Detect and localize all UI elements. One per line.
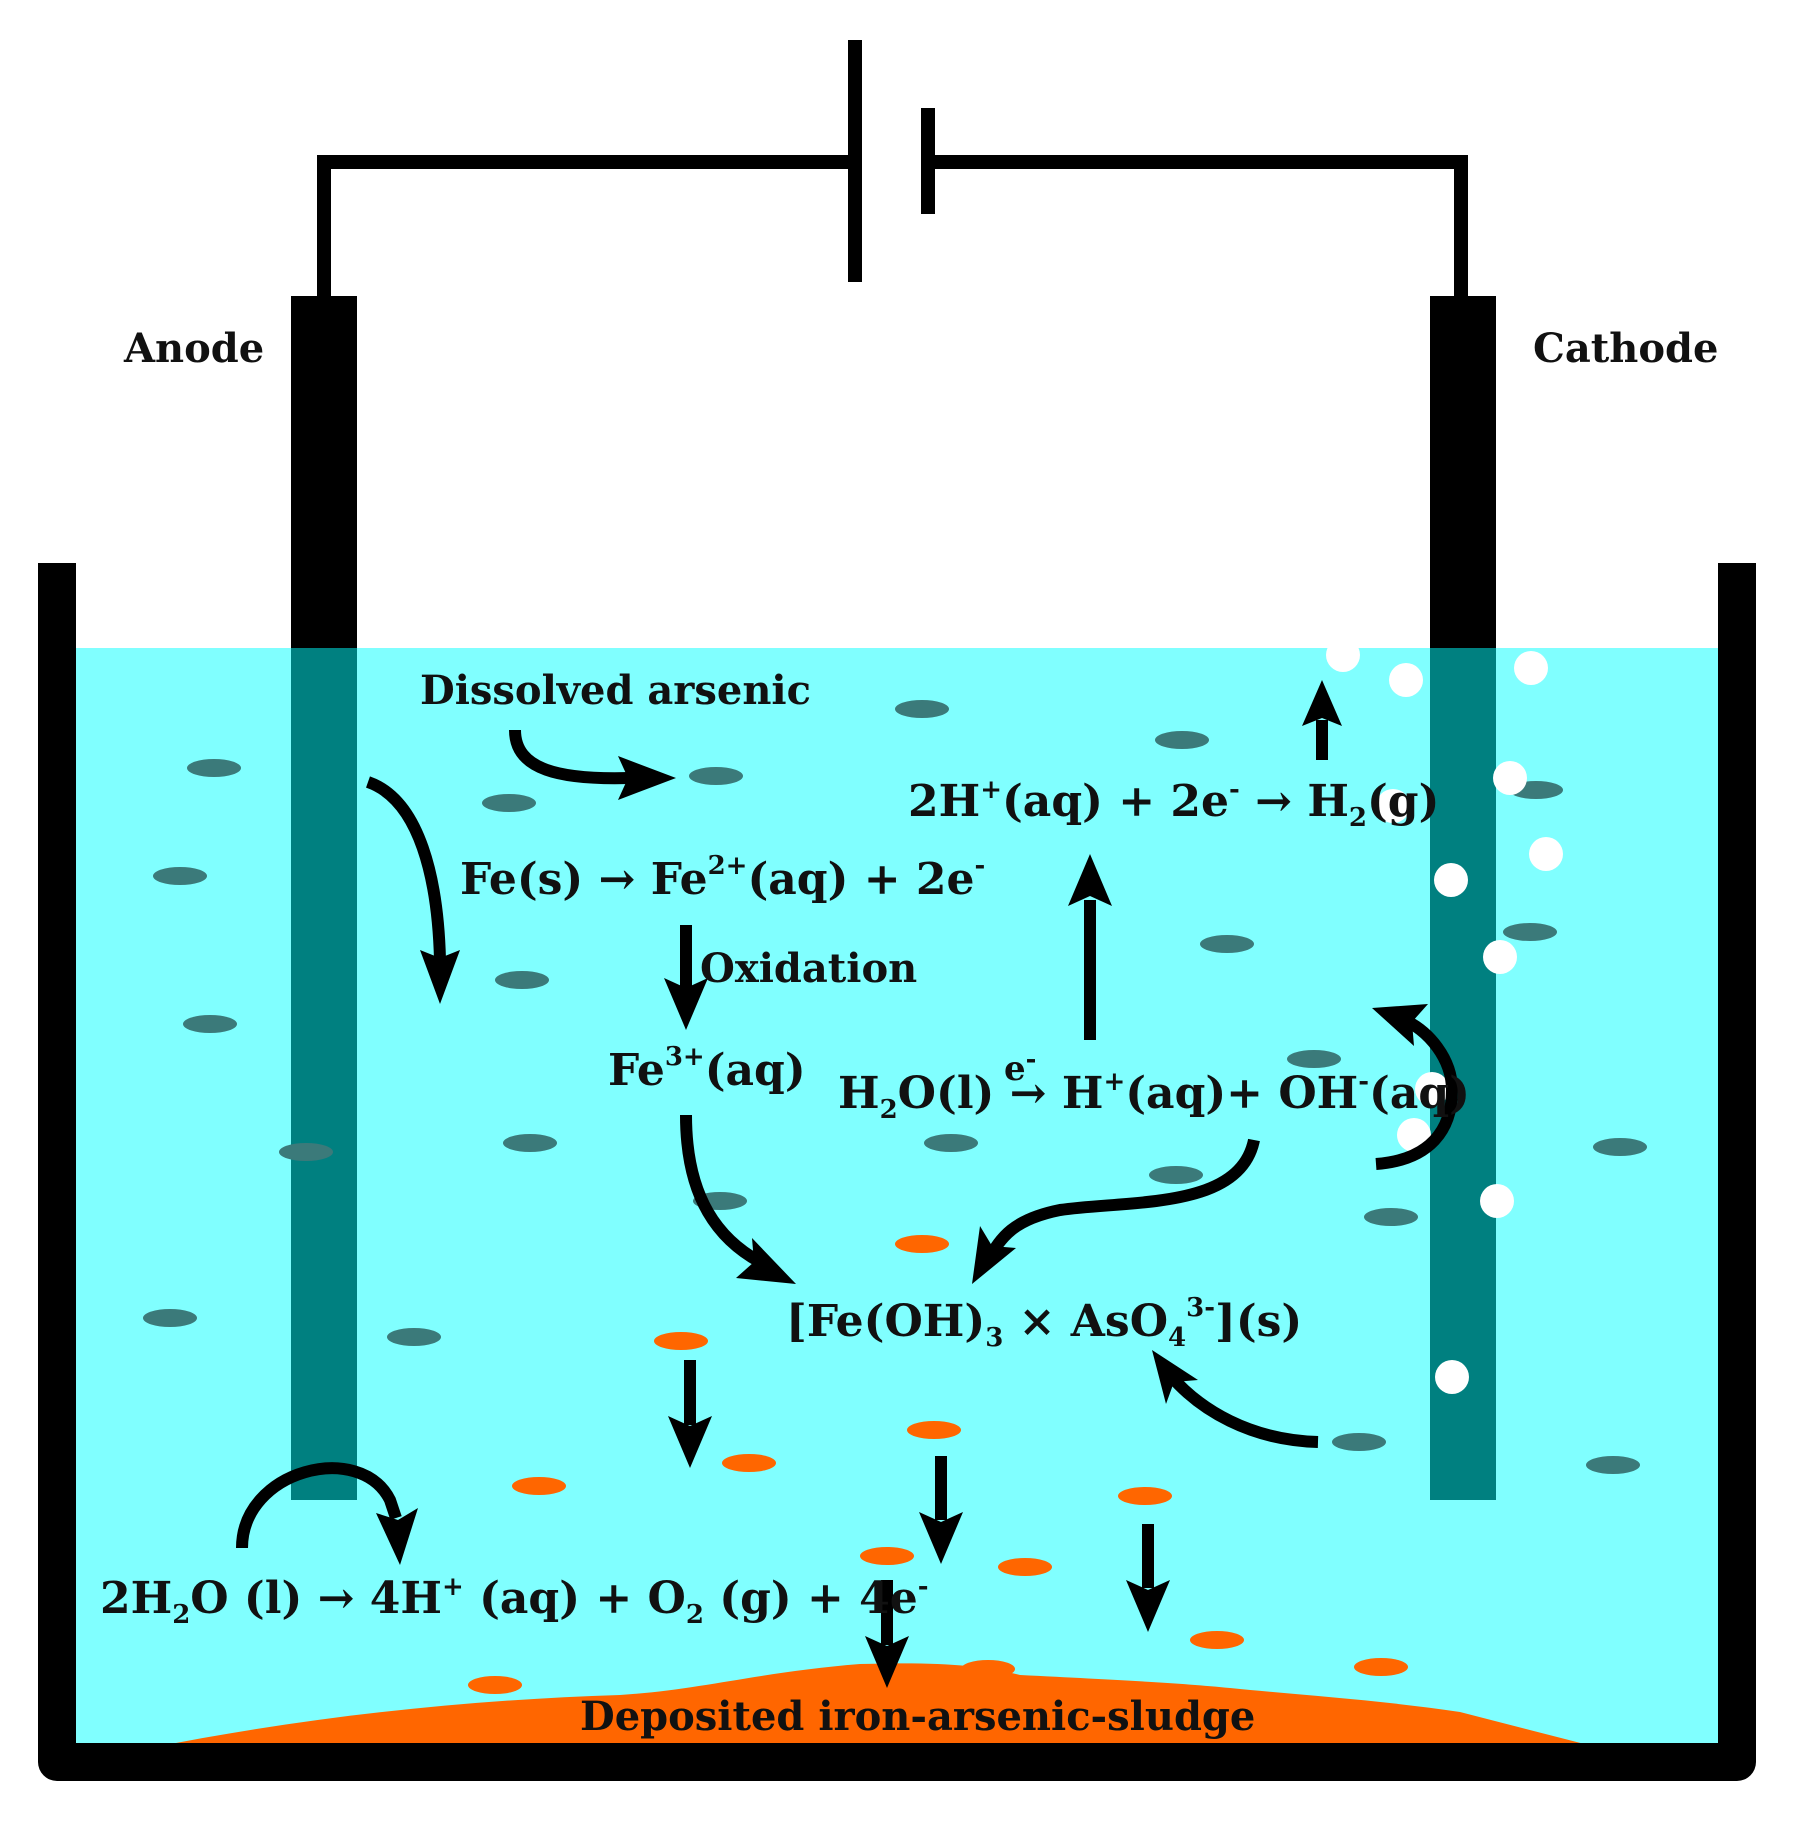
arsenic-particle	[187, 759, 241, 777]
battery-short-plate	[921, 108, 935, 214]
equation-anode-iron: Fe(s) → Fe2+(aq) + 2e-	[460, 851, 985, 905]
arsenic-particle	[503, 1134, 557, 1152]
sludge-deposit	[150, 1663, 1600, 1748]
arsenic-particle	[482, 794, 536, 812]
arrowhead	[376, 1508, 418, 1565]
arrow-anode-down	[365, 776, 446, 961]
arrow-hydroxide-to-complex	[982, 1138, 1260, 1264]
arrow-cathode-hook	[1375, 1012, 1459, 1170]
equation-ferric: Fe3+(aq)	[608, 1042, 806, 1096]
arsenic-particle	[387, 1328, 441, 1346]
anode-label: Anode	[123, 325, 264, 372]
bubble	[1514, 651, 1548, 685]
bubble	[1376, 789, 1410, 823]
floc-particle	[961, 1660, 1015, 1678]
bubble	[1434, 863, 1468, 897]
arsenic-particle	[1503, 923, 1557, 941]
oxidation-label: Oxidation	[700, 945, 917, 992]
arsenic-particle	[1593, 1138, 1647, 1156]
bubble	[1435, 1360, 1469, 1394]
floc-particle	[654, 1332, 708, 1350]
anode-electrode-submerged	[291, 648, 357, 1500]
arrowhead	[972, 1226, 1016, 1284]
reaction-arrows	[236, 680, 1459, 1688]
cathode-electrode-upper	[1430, 296, 1496, 648]
arsenic-particle	[143, 1309, 197, 1327]
arsenic-particle	[924, 1134, 978, 1152]
floc-particle	[512, 1477, 566, 1495]
arsenic-particle	[1200, 935, 1254, 953]
arsenic-particle	[1364, 1208, 1418, 1226]
arsenic-particle	[1586, 1456, 1640, 1474]
arrowhead	[1126, 1580, 1170, 1632]
arrow-ferric-to-complex	[680, 1114, 763, 1268]
floc-particle	[1118, 1487, 1172, 1505]
equation-water-split-arrow-label: e-	[1004, 1045, 1036, 1089]
arrow-right-to-complex	[1165, 1371, 1319, 1448]
sludge-label: Deposited iron-arsenic-sludge	[580, 1693, 1255, 1740]
arrowhead	[865, 1636, 909, 1688]
equation-anode-water: 2H2O (l) → 4H+ (aq) + O2 (g) + 4e-	[100, 1572, 929, 1630]
floc-particle	[860, 1547, 914, 1565]
dissolved-arsenic-particles	[143, 700, 1647, 1474]
arrowhead	[618, 756, 676, 800]
bubble	[1493, 761, 1527, 795]
arrowhead	[1372, 1004, 1428, 1046]
arsenic-particle	[1332, 1433, 1386, 1451]
arrowhead	[736, 1238, 796, 1284]
floc-particle	[722, 1454, 776, 1472]
floc-particle	[1190, 1631, 1244, 1649]
arsenic-particle	[1149, 1166, 1203, 1184]
arrow-anode-water	[236, 1462, 402, 1549]
arsenic-particle	[279, 1143, 333, 1161]
anode-electrode-upper	[291, 296, 357, 648]
circuit-wire-left	[317, 155, 855, 296]
arsenic-particle	[689, 767, 743, 785]
arrowhead	[664, 978, 708, 1030]
bubble	[1480, 1184, 1514, 1218]
hydrogen-bubbles	[1326, 638, 1563, 1394]
arrowhead	[420, 950, 460, 1004]
arrowhead	[1152, 1350, 1198, 1404]
arsenic-particle	[895, 700, 949, 718]
floc-particle	[907, 1421, 961, 1439]
bubble	[1389, 663, 1423, 697]
equation-complex: [Fe(OH)3 × AsO43-](s)	[786, 1293, 1302, 1353]
floc-particle	[998, 1558, 1052, 1576]
arrow-dissolved-arsenic	[509, 729, 631, 785]
arrowhead	[1068, 854, 1112, 906]
arsenic-particle	[1155, 731, 1209, 749]
bubble	[1529, 837, 1563, 871]
container	[38, 563, 1756, 1781]
cathode-label: Cathode	[1533, 325, 1718, 372]
arsenic-particle	[1287, 1050, 1341, 1068]
bubble	[1483, 940, 1517, 974]
floc-particle	[895, 1235, 949, 1253]
equation-water-split: H2O(l) → H+(aq)+ OH-(aq)	[838, 1067, 1470, 1125]
equation-cathode-hydrogen: 2H+(aq) + 2e- → H2(g)	[908, 775, 1439, 833]
dissolved-arsenic-label: Dissolved arsenic	[420, 667, 811, 714]
arrowhead	[668, 1416, 712, 1468]
cathode-electrode-submerged	[1430, 648, 1496, 1500]
floc-particle	[1354, 1658, 1408, 1676]
arsenic-particle	[183, 1015, 237, 1033]
arrowhead	[1302, 680, 1342, 726]
arrowhead	[919, 1512, 963, 1564]
battery-long-plate	[848, 40, 862, 282]
iron-arsenic-particles	[468, 1235, 1408, 1694]
floc-particle	[468, 1676, 522, 1694]
bubble	[1415, 1072, 1449, 1106]
arsenic-particle	[153, 867, 207, 885]
arsenic-particle	[495, 971, 549, 989]
circuit-wire-right	[928, 155, 1468, 296]
bubble	[1326, 638, 1360, 672]
